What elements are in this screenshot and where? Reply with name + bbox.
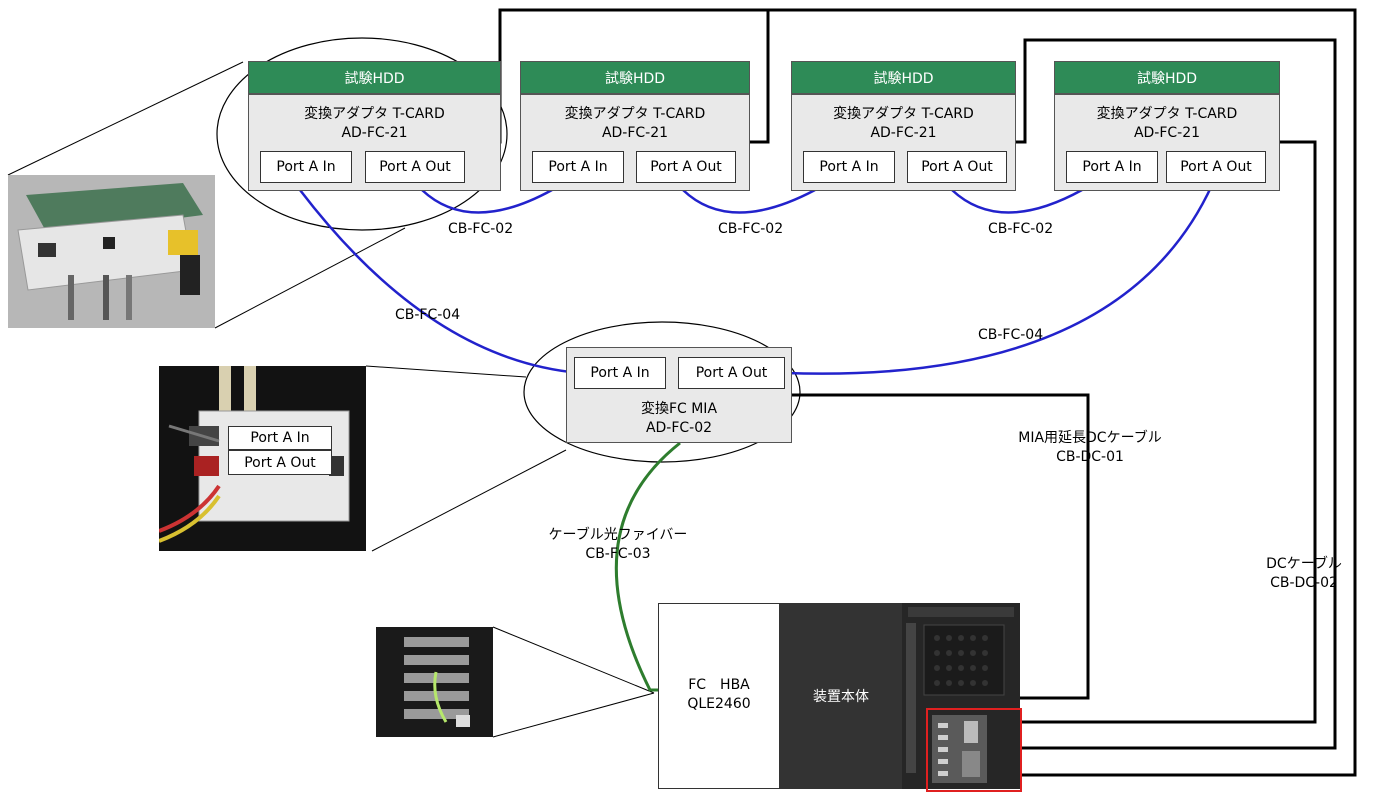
fc-cable-line [421, 188, 553, 214]
cable-label-cb-fc-02: CB-FC-02 [718, 221, 784, 237]
power-connector-highlight [926, 708, 1022, 792]
port-a-in: Port A In [803, 151, 895, 183]
dc-cable-line [1010, 38, 1337, 750]
fc-hba-box: FC HBA QLE2460 [658, 603, 780, 789]
dc-cable-line [1020, 140, 1317, 724]
device-main-body: 装置本体 [780, 603, 902, 789]
fc-cable-line [784, 184, 1214, 375]
cable-label-cb-fc-02: CB-FC-02 [988, 221, 1054, 237]
cable-label-cb-fc-04: CB-FC-04 [978, 327, 1044, 343]
adapter-card-illustration [8, 175, 215, 328]
fc-cable-line [299, 189, 581, 375]
mia-dc-cable-line [790, 393, 1090, 700]
test-hdd-box: 試験HDD [520, 61, 750, 94]
callout-line [7, 61, 244, 176]
port-a-in: Port A In [260, 151, 352, 183]
mia-photo-port-a-out: Port A Out [228, 450, 332, 475]
optical-cable-line [614, 441, 681, 692]
dc-cable-code: CB-DC-02 [1270, 575, 1338, 591]
mia-model: AD-FC-02 [645, 420, 713, 436]
adapter-model: AD-FC-21 [341, 125, 408, 141]
hba-slot-illustration [376, 627, 493, 737]
mia-dc-cable-label: MIA用延長DCケーブル CB-DC-01 [985, 429, 1195, 467]
adapter-callout-ellipse [216, 37, 508, 231]
hba-slot-photo [376, 627, 493, 737]
mia-photo-port-a-in: Port A In [228, 426, 332, 450]
adapter-model: AD-FC-21 [601, 125, 669, 141]
port-a-out: Port A Out [907, 151, 1007, 183]
adapter-name: 変換アダプタ T-CARD [564, 106, 706, 122]
optical-cable-code: CB-FC-03 [585, 546, 651, 562]
adapter-card-photo [8, 175, 215, 328]
fc-cables [299, 184, 1214, 375]
fc-cable-line [951, 188, 1083, 214]
callout-line [492, 692, 655, 738]
port-a-out: Port A Out [1166, 151, 1266, 183]
adapter-name: 変換アダプタ T-CARD [833, 106, 974, 122]
port-a-out: Port A Out [365, 151, 465, 183]
hba-model: QLE2460 [687, 696, 751, 712]
adapter-name: 変換アダプタ T-CARD [1096, 106, 1238, 122]
hba-name: FC HBA [688, 677, 750, 693]
test-hdd-box: 試験HDD [248, 61, 501, 94]
mia-port-a-in: Port A In [574, 357, 666, 389]
callout-line [492, 626, 655, 694]
callout-line [371, 449, 567, 552]
mia-dc-cable-name: MIA用延長DCケーブル [1018, 430, 1162, 446]
adapter-model: AD-FC-21 [870, 125, 937, 141]
adapter-name: 変換アダプタ T-CARD [304, 106, 445, 122]
optical-cable-label: ケーブル光ファイバー CB-FC-03 [548, 526, 688, 564]
port-a-out: Port A Out [636, 151, 736, 183]
device-rear-photo [902, 603, 1020, 789]
callout-line [365, 365, 527, 378]
mia-name: 変換FC MIA [640, 401, 718, 417]
test-hdd-box: 試験HDD [1054, 61, 1280, 94]
callout-lines [7, 61, 655, 738]
optical-cable-name: ケーブル光ファイバー [548, 527, 688, 543]
port-a-in: Port A In [532, 151, 624, 183]
mia-dc-cable-code: CB-DC-01 [1056, 449, 1124, 465]
fc-cable-line [682, 188, 816, 214]
cable-label-cb-fc-02: CB-FC-02 [448, 221, 514, 237]
mia-port-a-out: Port A Out [678, 357, 785, 389]
device-rear-illustration [902, 603, 1020, 789]
dc-cable-line [745, 10, 770, 144]
cable-label-cb-fc-04: CB-FC-04 [395, 307, 461, 323]
adapter-model: AD-FC-21 [1133, 125, 1201, 141]
test-hdd-box: 試験HDD [791, 61, 1016, 94]
mia-callout-ellipse [523, 321, 801, 463]
port-a-in: Port A In [1066, 151, 1158, 183]
dc-cable-name: DCケーブル [1266, 556, 1342, 572]
dc-cable-label: DCケーブル CB-DC-02 [1250, 555, 1358, 593]
callout-line [214, 227, 406, 329]
